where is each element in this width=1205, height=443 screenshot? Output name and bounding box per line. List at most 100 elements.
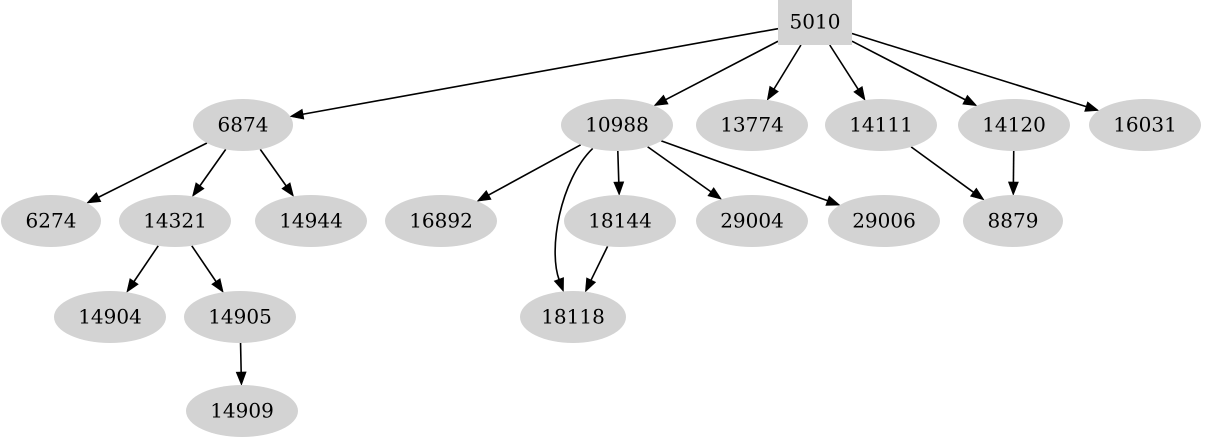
node-ellipse-shape[interactable] (119, 195, 231, 247)
node-ellipse-shape[interactable] (696, 99, 808, 151)
graph-edge-6874-to-14944 (259, 148, 294, 197)
arrowhead-icon (289, 108, 305, 120)
edge-line (97, 142, 208, 199)
edge-line (910, 146, 975, 194)
graph-node-18118[interactable]: 18118 (520, 291, 626, 343)
node-ellipse-shape[interactable] (186, 385, 298, 437)
graph-node-14904[interactable]: 14904 (54, 291, 166, 343)
arrowhead-icon (281, 182, 294, 197)
edge-line (554, 147, 594, 281)
graph-node-14120[interactable]: 14120 (958, 99, 1070, 151)
edge-line (851, 32, 1088, 108)
graph-edge-10988-to-29004 (647, 146, 723, 200)
graph-node-8879[interactable]: 8879 (963, 195, 1063, 247)
node-box-shape[interactable] (778, 0, 852, 45)
graph-node-14905[interactable]: 14905 (184, 291, 296, 343)
graph-edge-14905-to-14909 (235, 342, 247, 386)
arrowhead-icon (825, 195, 841, 206)
graph-node-10988[interactable]: 10988 (561, 99, 673, 151)
graph-edge-5010-to-14111 (829, 44, 866, 101)
arrowhead-icon (853, 85, 866, 101)
arrowhead-icon (962, 94, 978, 107)
edge-line (617, 150, 620, 184)
graph-node-13774[interactable]: 13774 (696, 99, 808, 151)
graph-edge-10988-to-18144 (613, 150, 625, 196)
node-ellipse-shape[interactable] (520, 291, 626, 343)
arrowhead-icon (613, 181, 625, 196)
node-ellipse-shape[interactable] (958, 99, 1070, 151)
edge-line (259, 148, 288, 187)
node-ellipse-shape[interactable] (385, 195, 497, 247)
arrowhead-icon (211, 278, 224, 293)
graph-edge-10988-to-16892 (476, 144, 582, 202)
edge-line (661, 140, 829, 202)
arrowhead-icon (235, 371, 247, 386)
node-ellipse-shape[interactable] (825, 99, 937, 151)
node-ellipse-shape[interactable] (828, 195, 940, 247)
arrowhead-icon (126, 278, 139, 293)
edge-line (647, 146, 713, 193)
graph-edge-5010-to-13774 (766, 44, 802, 101)
graph-node-14909[interactable]: 14909 (186, 385, 298, 437)
node-ellipse-shape[interactable] (255, 195, 367, 247)
arrowhead-icon (969, 187, 985, 201)
node-ellipse-shape[interactable] (1089, 99, 1201, 151)
graph-node-5010[interactable]: 5010 (778, 0, 852, 45)
edge-line (772, 44, 802, 91)
graph-node-29006[interactable]: 29006 (828, 195, 940, 247)
edge-line (487, 144, 582, 197)
edge-line (198, 148, 227, 187)
graph-node-14944[interactable]: 14944 (255, 195, 367, 247)
arrowhead-icon (86, 192, 102, 204)
edge-line (829, 44, 860, 91)
graph-edge-5010-to-16031 (851, 32, 1100, 112)
graph-node-16892[interactable]: 16892 (385, 195, 497, 247)
arrowhead-icon (585, 277, 597, 293)
graph-edge-14111-to-8879 (910, 146, 985, 201)
edge-line (851, 40, 967, 101)
graph-edge-6874-to-6274 (86, 142, 208, 204)
node-ellipse-shape[interactable] (184, 291, 296, 343)
edge-line (664, 40, 779, 101)
edges-layer (86, 27, 1100, 386)
graph-edge-6874-to-14321 (192, 148, 227, 197)
edge-line (589, 246, 609, 282)
graph-node-6274[interactable]: 6274 (1, 195, 101, 247)
arrowhead-icon (476, 190, 492, 202)
graph-edge-5010-to-6874 (289, 27, 779, 120)
graph-edge-14120-to-8879 (1007, 150, 1019, 196)
node-ellipse-shape[interactable] (696, 195, 808, 247)
graph-edge-5010-to-14120 (851, 40, 978, 107)
node-ellipse-shape[interactable] (561, 99, 673, 151)
graph-node-29004[interactable]: 29004 (696, 195, 808, 247)
graph-node-18144[interactable]: 18144 (564, 195, 676, 247)
graph-edge-10988-to-18118 (553, 147, 594, 293)
graph-edge-18144-to-18118 (585, 246, 609, 293)
graph-edge-5010-to-10988 (653, 40, 779, 106)
arrowhead-icon (1084, 101, 1100, 112)
arrowhead-icon (653, 94, 669, 106)
edge-line (301, 27, 779, 116)
node-ellipse-shape[interactable] (1, 195, 101, 247)
graph-edge-10988-to-29006 (661, 140, 841, 206)
edge-line (191, 245, 218, 283)
graph-edge-14321-to-14905 (191, 245, 224, 293)
graph-node-14111[interactable]: 14111 (825, 99, 937, 151)
graph-node-16031[interactable]: 16031 (1089, 99, 1201, 151)
arrowhead-icon (553, 277, 564, 293)
arrowhead-icon (707, 187, 723, 200)
node-ellipse-shape[interactable] (963, 195, 1063, 247)
node-ellipse-shape[interactable] (564, 195, 676, 247)
node-ellipse-shape[interactable] (54, 291, 166, 343)
edge-line (239, 342, 242, 374)
arrowhead-icon (766, 85, 779, 101)
arrowhead-icon (1007, 181, 1019, 196)
node-ellipse-shape[interactable] (193, 99, 293, 151)
graph-node-6874[interactable]: 6874 (193, 99, 293, 151)
graph-edge-14321-to-14904 (126, 245, 159, 293)
arrowhead-icon (192, 182, 205, 197)
graph-node-14321[interactable]: 14321 (119, 195, 231, 247)
